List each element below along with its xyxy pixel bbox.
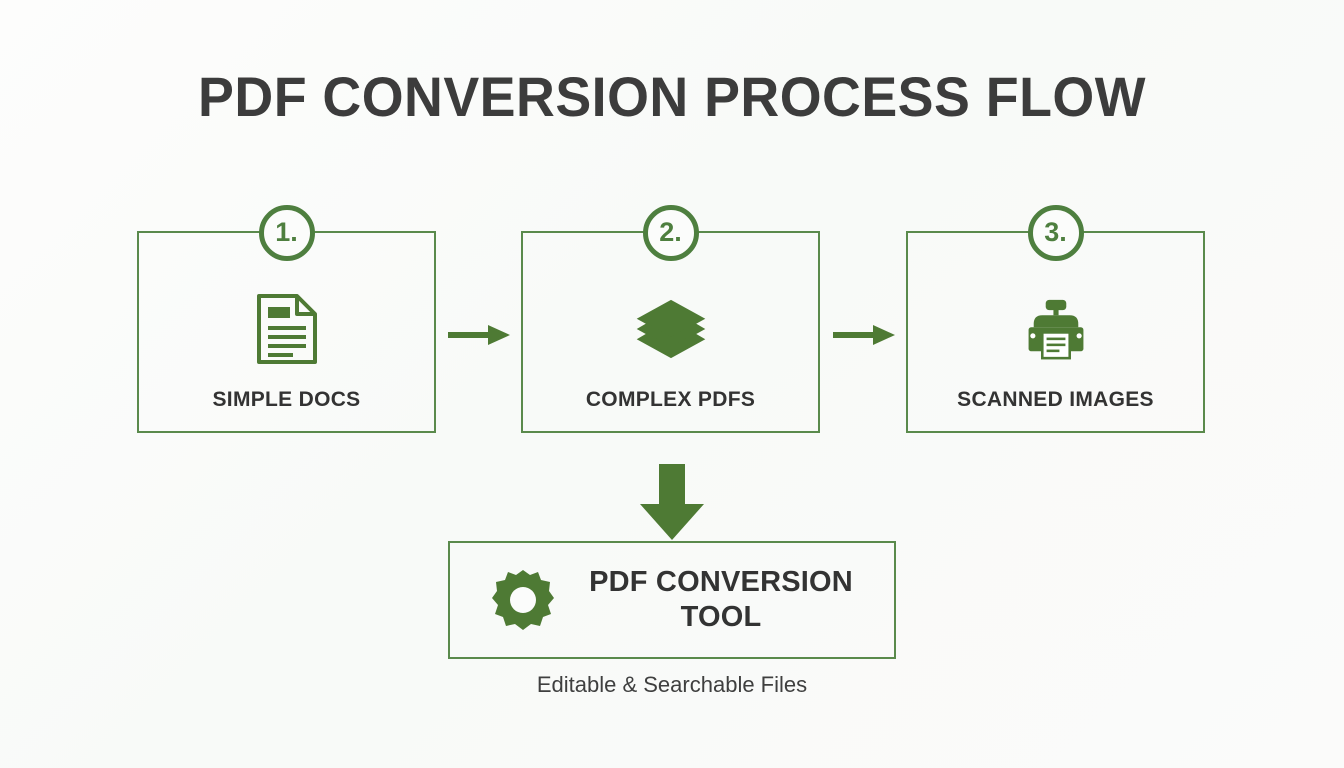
gear-icon <box>492 569 554 631</box>
step-box-complex-pdfs[interactable]: 2. COMPLEX PDFS <box>521 205 820 433</box>
step-number-badge-1: 1. <box>258 205 315 261</box>
step-label-scanned-images: SCANNED IMAGES <box>957 388 1154 411</box>
printer-scanner-icon <box>1020 293 1092 365</box>
step-label-simple-docs: SIMPLE DOCS <box>212 388 361 411</box>
step-number-badge-2: 2. <box>642 205 699 261</box>
step-label-complex-pdfs: COMPLEX PDFS <box>585 388 756 411</box>
step-number-badge-3: 3. <box>1027 205 1084 261</box>
page-title: PDF CONVERSION PROCESS FLOW <box>198 65 1146 128</box>
layers-icon <box>635 293 707 365</box>
result-box-pdf-conversion-tool[interactable]: PDF CONVERSION TOOL <box>448 541 896 659</box>
result-title-line-2: TOOL <box>680 601 762 633</box>
arrow-right-icon <box>448 321 512 349</box>
document-icon <box>251 293 323 365</box>
step-box-scanned-images[interactable]: 3. SCANNED IMAGES <box>906 205 1205 433</box>
arrow-right-icon <box>833 321 897 349</box>
step-box-simple-docs[interactable]: 1. SIMPLE DOCS <box>137 205 436 433</box>
result-title: PDF CONVERSION TOOL <box>576 565 866 636</box>
result-caption: Editable & Searchable Files <box>536 672 808 697</box>
result-title-line-1: PDF CONVERSION <box>589 565 853 598</box>
arrow-down-icon <box>638 464 706 542</box>
